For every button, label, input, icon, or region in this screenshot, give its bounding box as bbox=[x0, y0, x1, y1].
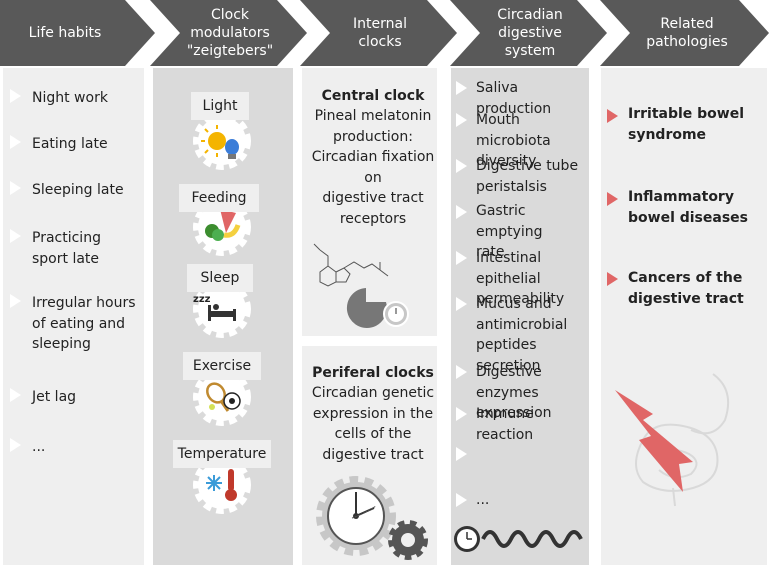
digestive-system-panel: Saliva production Mouth microbiota diver… bbox=[451, 68, 589, 565]
life-habit-item: Night work bbox=[32, 90, 108, 106]
bullet-arrow-icon bbox=[456, 205, 467, 219]
bullet-arrow-icon bbox=[456, 297, 467, 311]
pathologies-panel: Irritable bowel syndrome Inflammatory bo… bbox=[601, 68, 767, 565]
life-habit-item: Sleeping late bbox=[32, 182, 124, 198]
pathology-item: Inflammatory bowel diseases bbox=[628, 189, 748, 226]
digestive-tract-lightning-icon bbox=[615, 373, 729, 507]
bullet-arrow-icon bbox=[10, 181, 21, 195]
digestive-item: Digestive tube peristalsis bbox=[476, 158, 579, 195]
header-label: Life habits bbox=[28, 25, 102, 41]
life-habit-item: Irregular hours of eating and sleeping bbox=[32, 295, 136, 352]
header-life-habits: Life habits bbox=[0, 0, 155, 66]
central-clock-text: Pineal melatonin production: Circadian f… bbox=[311, 108, 435, 227]
chevron-shape bbox=[300, 0, 457, 66]
bullet-arrow-red-icon bbox=[607, 109, 618, 123]
clock-wave-icon bbox=[454, 526, 583, 552]
bullet-arrow-red-icon bbox=[607, 272, 618, 286]
life-habit-item: ... bbox=[32, 439, 46, 455]
header-internal-clocks: Internal clocks bbox=[300, 0, 457, 66]
pathology-item: Cancers of the digestive tract bbox=[628, 270, 744, 307]
bullet-arrow-icon bbox=[10, 89, 21, 103]
header-label: Circadian digestive system bbox=[497, 7, 563, 59]
bullet-arrow-icon bbox=[10, 438, 21, 452]
digestive-item: Mouth microbiota diversity bbox=[476, 112, 551, 169]
digestive-item: Digestive enzymes expression bbox=[476, 364, 552, 421]
bullet-arrow-red-icon bbox=[607, 192, 618, 206]
bullet-arrow-icon bbox=[456, 159, 467, 173]
digestive-item: Saliva production bbox=[476, 80, 552, 117]
bullet-arrow-icon bbox=[456, 251, 467, 265]
digestive-item: Mucus and antimicrobial peptides secreti… bbox=[476, 296, 568, 374]
header-label: Clock modulators "zeigtebers" bbox=[186, 7, 274, 59]
pathology-item: Irritable bowel syndrome bbox=[628, 106, 745, 143]
modulator-label-light: Light bbox=[191, 92, 249, 120]
bullet-arrow-icon bbox=[10, 135, 21, 149]
modulator-label-sleep: Sleep bbox=[187, 264, 253, 292]
clock-dna-gear-icon bbox=[316, 476, 428, 560]
bullet-arrow-icon bbox=[456, 113, 467, 127]
modulator-label-temperature: Temperature bbox=[173, 440, 271, 468]
modulator-label-feeding: Feeding bbox=[179, 184, 259, 212]
digestive-item: Gastric emptying rate bbox=[476, 203, 543, 260]
digestive-item: ... bbox=[476, 492, 490, 508]
sun-bulb-gear-icon bbox=[193, 112, 251, 170]
chevron-shape bbox=[0, 0, 155, 66]
header-clock-modulators: Clock modulators "zeigtebers" bbox=[150, 0, 307, 66]
bullet-arrow-icon bbox=[456, 407, 467, 421]
clock-modulators-panel: Light Feeding zzz Sleep Exercise Tempera… bbox=[153, 68, 293, 565]
chevron-shape bbox=[450, 0, 607, 66]
digestive-item: Immune reaction bbox=[476, 406, 534, 443]
bullet-arrow-icon bbox=[456, 365, 467, 379]
life-habit-item: Practicing sport late bbox=[32, 230, 101, 267]
peripheral-clock-title: Periferal clocks bbox=[312, 365, 434, 381]
peripheral-clock-text: Circadian genetic expression in the cell… bbox=[311, 385, 435, 463]
bullet-arrow-icon bbox=[456, 81, 467, 95]
bullet-arrow-icon bbox=[456, 447, 467, 461]
bullet-arrow-icon bbox=[10, 294, 21, 308]
bullet-arrow-icon bbox=[456, 493, 467, 507]
header-circadian-digestive: Circadian digestive system bbox=[450, 0, 607, 66]
central-clock-panel: Central clock Pineal melatonin productio… bbox=[302, 68, 437, 336]
bullet-arrow-icon bbox=[10, 229, 21, 243]
digestive-item: Intestinal epithelial permeability bbox=[476, 250, 565, 307]
header-label: Related pathologies bbox=[646, 16, 728, 50]
food-gear-icon bbox=[193, 198, 251, 256]
life-habit-item: Eating late bbox=[32, 136, 108, 152]
chevron-shape bbox=[600, 0, 769, 66]
life-habit-item: Jet lag bbox=[32, 389, 77, 405]
bullet-arrow-icon bbox=[10, 388, 21, 402]
chevron-shape bbox=[150, 0, 307, 66]
central-clock-title: Central clock bbox=[321, 88, 425, 104]
header-related-pathologies: Related pathologies bbox=[600, 0, 769, 66]
melatonin-pineal-clock-icon bbox=[313, 243, 409, 328]
header-label: Internal clocks bbox=[353, 16, 407, 50]
life-habits-panel: Night work Eating late Sleeping late Pra… bbox=[3, 68, 144, 565]
sleep-zzz-text: zzz bbox=[193, 294, 211, 305]
modulator-label-exercise: Exercise bbox=[183, 352, 261, 380]
